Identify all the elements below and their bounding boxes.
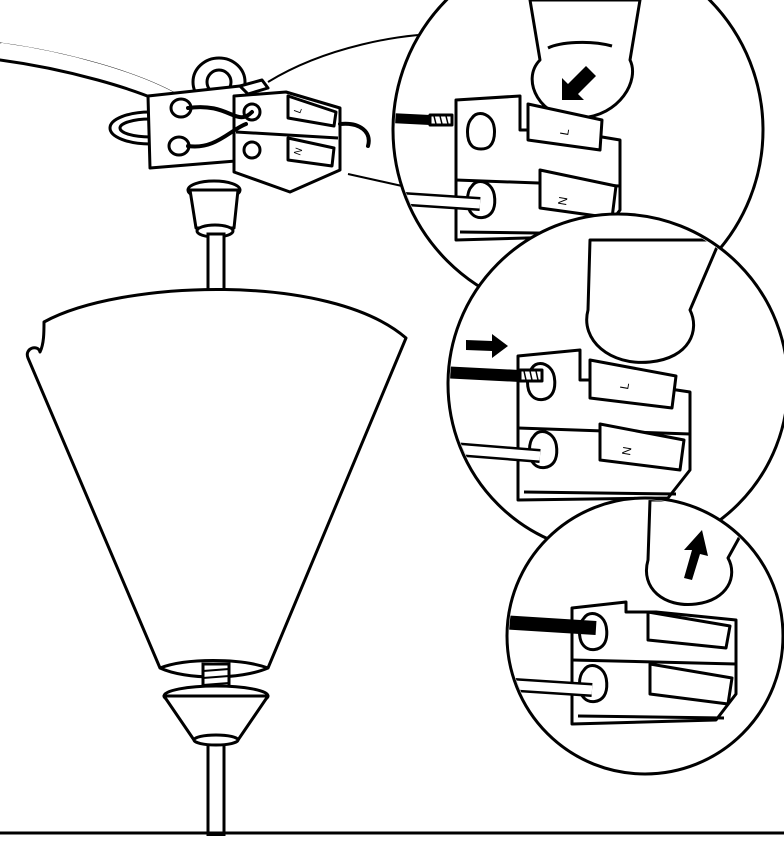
step-3-detail (505, 496, 784, 776)
terminal-mark-2-L: L (617, 381, 632, 390)
cord-grip (186, 179, 242, 239)
arrow-up-icon (684, 530, 708, 580)
terminal-mark-1-L: L (557, 127, 572, 136)
terminal-mark-small-L: L (292, 106, 304, 115)
svg-text:N: N (292, 146, 305, 157)
lamp-shade (25, 288, 408, 679)
terminal-mark-1-N: N (555, 196, 570, 207)
terminal-mark-2-N: N (619, 446, 634, 457)
arrow-right-icon (466, 334, 508, 358)
arrow-down-icon (562, 66, 596, 100)
pendant-cable (206, 232, 226, 838)
svg-text:L: L (292, 106, 304, 115)
finger-2 (585, 238, 722, 364)
step-1-detail: L N (391, 0, 765, 317)
terminal-block-small (232, 90, 342, 194)
step-2-detail: L N (446, 212, 784, 556)
inner-wires (186, 105, 371, 149)
terminal-mark-small-N: N (292, 146, 305, 157)
cone-nut (162, 684, 270, 747)
